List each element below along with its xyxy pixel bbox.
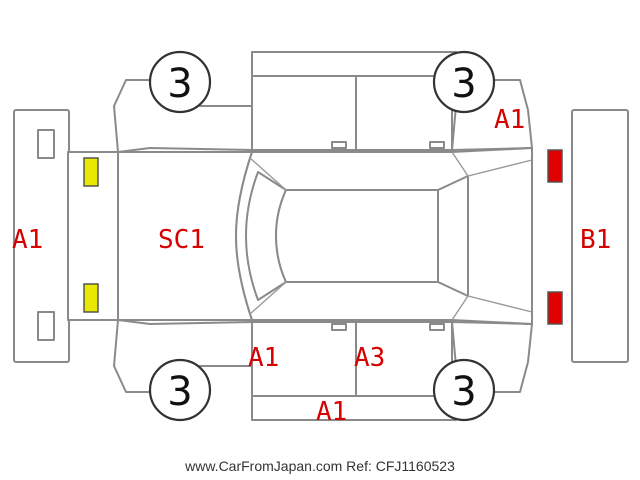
wheel-rear-left: 3 bbox=[432, 50, 496, 114]
rear-right-lamp-marker bbox=[547, 291, 563, 325]
code-rear-bumper: B1 bbox=[580, 225, 611, 255]
front-left-lamp-marker bbox=[83, 157, 99, 187]
wheel-front-left-label: 3 bbox=[167, 61, 192, 107]
rear-lamp-markers bbox=[547, 149, 563, 325]
lower-front-fender bbox=[113, 319, 253, 393]
top-side-panel bbox=[251, 51, 457, 77]
car-body-top-view bbox=[67, 147, 533, 325]
front-lamp-markers bbox=[83, 157, 99, 313]
code-left-rocker: A1 bbox=[316, 397, 347, 427]
upper-front-fender bbox=[113, 79, 253, 153]
code-left-front-door: A1 bbox=[248, 343, 279, 373]
bottom-side-panel bbox=[251, 395, 457, 421]
code-front-bumper: A1 bbox=[12, 225, 43, 255]
wheel-front-right-label: 3 bbox=[167, 369, 192, 415]
wheel-front-left: 3 bbox=[148, 50, 212, 114]
code-hood: SC1 bbox=[158, 225, 205, 255]
front-right-lamp-marker bbox=[83, 283, 99, 313]
wheel-rear-right: 3 bbox=[432, 358, 496, 422]
footer-reference: www.CarFromJapan.com Ref: CFJ1160523 bbox=[185, 458, 455, 474]
wheel-front-right: 3 bbox=[148, 358, 212, 422]
code-rear-right-quarter: A1 bbox=[494, 105, 525, 135]
wheel-rear-left-label: 3 bbox=[451, 61, 476, 107]
rear-left-lamp-marker bbox=[547, 149, 563, 183]
rear-bumper bbox=[571, 109, 629, 363]
code-left-rear-door: A3 bbox=[354, 343, 385, 373]
wheel-rear-right-label: 3 bbox=[451, 369, 476, 415]
